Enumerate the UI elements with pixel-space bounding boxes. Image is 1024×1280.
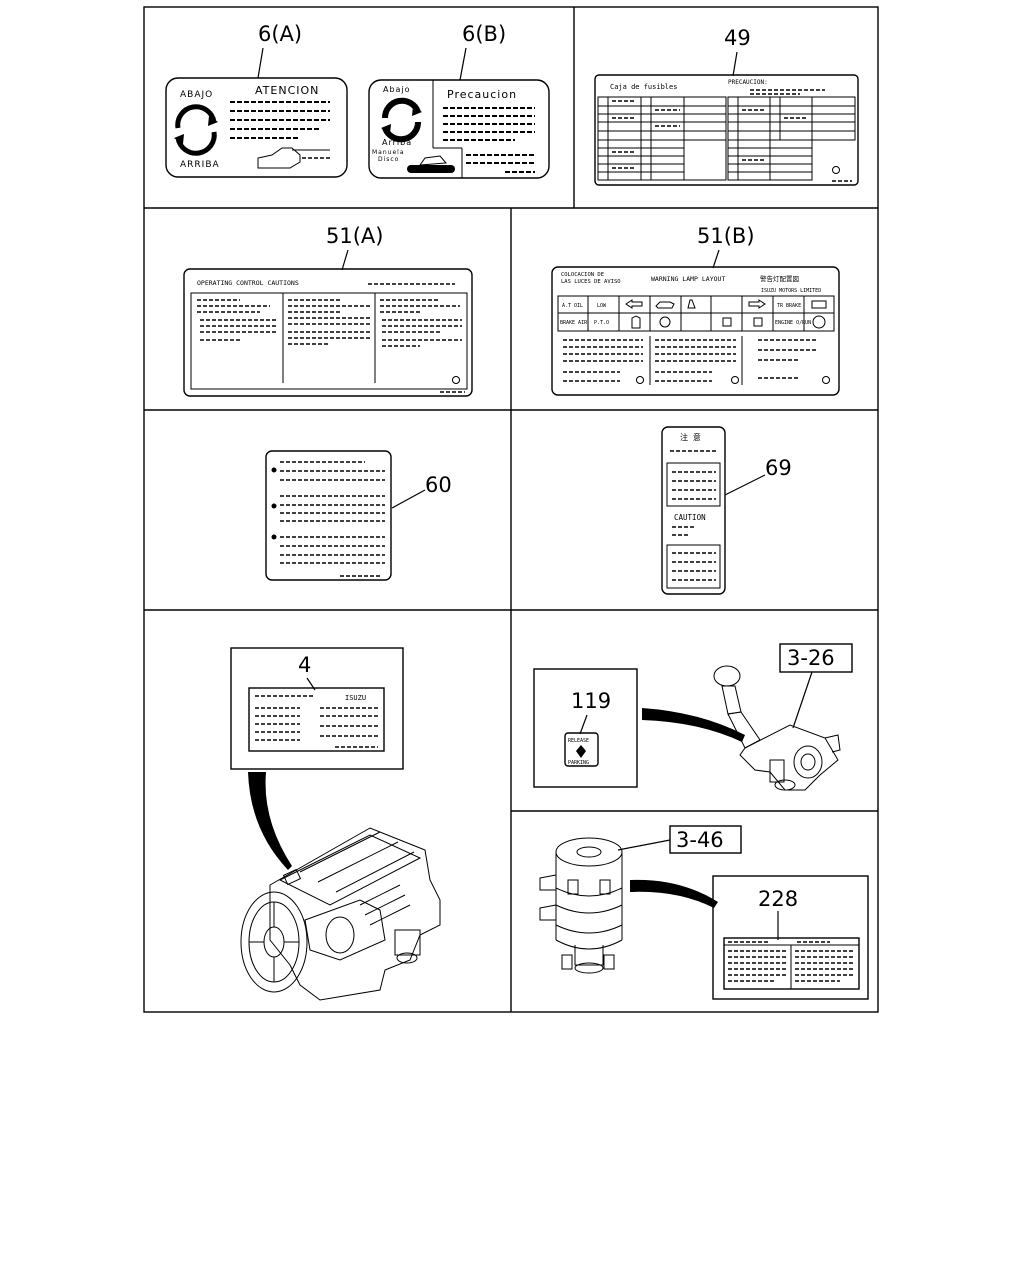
label-69-plate: 注 意 CAUTION — [661, 426, 726, 595]
callout-6a: 6(A) — [258, 22, 302, 46]
panel-label-51b: 51(B) COLOCACION DE LAS LUCES DE AVISO W… — [551, 224, 840, 396]
operating-cautions-label: OPERATING CONTROL CAUTIONS — [183, 268, 473, 397]
label-6b-bottom-text: Arriba — [382, 138, 412, 147]
wl-title-mid: WARNING LAMP LAYOUT — [651, 275, 725, 283]
panel-label-69: 69 注 意 CAUTION — [661, 426, 792, 595]
panel-label-49: 49 Caja de fusibles PRECAUCION: — [594, 26, 859, 186]
headlamp-icon — [722, 317, 732, 327]
label-6b-caution-plate: Abajo Precaucion Arriba Manuela Disco — [368, 79, 550, 179]
label-6b-top-text: Abajo — [383, 85, 411, 94]
wl-title-left-1: COLOCACION DE — [561, 272, 604, 278]
callout-51b: 51(B) — [697, 224, 755, 248]
callout-69: 69 — [765, 456, 792, 480]
callout-51a: 51(A) — [326, 224, 383, 248]
pointer-arrow — [630, 879, 718, 908]
ref-3-46: 3-46 — [676, 828, 724, 852]
panel-label-51a: 51(A) OPERATING CONTROL CAUTIONS — [183, 224, 473, 397]
label-119-plate: RELEASE PARKING — [564, 732, 599, 767]
label-4-plate: ISUZU — [248, 687, 385, 752]
callout-4: 4 — [298, 653, 311, 677]
rotation-arrows-icon — [174, 104, 218, 156]
panel-label-119: 119 RELEASE PARKING 3-26 — [533, 643, 853, 791]
callout-6b: 6(B) — [462, 22, 506, 46]
callout-119: 119 — [571, 689, 611, 713]
lever-icon — [257, 147, 330, 169]
callout-60: 60 — [425, 473, 452, 497]
label-6b-extra-1: Manuela — [372, 149, 405, 156]
panel-label-228: 3-46 228 — [539, 825, 869, 1000]
lever-icon — [407, 155, 455, 173]
lamp-engine-orun: ENGINE O/RUN — [775, 320, 811, 326]
fuse-box-title: Caja de fusibles — [610, 83, 677, 91]
rotation-arrows-icon — [381, 97, 422, 143]
label-69-caution: CAUTION — [674, 513, 706, 522]
label-119-bottom-text: PARKING — [568, 760, 589, 766]
fuel-icon — [631, 315, 641, 329]
wl-maker: ISUZU MOTORS LIMITED — [761, 288, 821, 294]
parking-brake-icon — [659, 316, 671, 328]
label-6b-heading: Precaucion — [447, 88, 517, 101]
diamond-icon — [576, 745, 586, 758]
wl-title-left-2: LAS LUCES DE AVISO — [561, 279, 621, 285]
turn-right-icon — [748, 299, 766, 309]
brake-icon — [812, 315, 826, 329]
fuse-box-label: Caja de fusibles PRECAUCION: — [594, 74, 859, 186]
label-6b-extra-2: Disco — [378, 156, 399, 163]
fuse-table-left — [597, 96, 727, 181]
panel-label-6: 6(A) 6(B) ABAJO ATENCION ARRIBA — [165, 22, 550, 179]
callout-228: 228 — [758, 887, 798, 911]
pointer-arrow — [248, 772, 292, 870]
engine-illustration — [240, 827, 441, 1001]
lamp-pto: P.T.O — [594, 320, 609, 326]
lamp-brake-air: BRAKE AIR — [560, 320, 588, 326]
panel-label-4: 4 ISUZU — [230, 647, 441, 1001]
label-6a-bottom-text: ARRIBA — [180, 160, 220, 170]
warning-lamp-grid: A.T OIL LOW TR BRAKE BRAKE AIR P.T.O ENG… — [557, 295, 835, 332]
label-6a-heading: ATENCION — [255, 84, 319, 97]
oil-can-icon — [655, 301, 675, 309]
lamp-low: LOW — [597, 303, 607, 309]
fuse-table-right — [727, 96, 856, 181]
label-228-plate — [723, 937, 860, 990]
lamp-at-oil: A.T OIL — [562, 303, 583, 309]
label-69-top-text: 注 意 — [680, 432, 701, 442]
diagram-frame — [143, 6, 879, 1013]
warning-lamp-layout-label: COLOCACION DE LAS LUCES DE AVISO WARNING… — [551, 266, 840, 396]
brake-valve-illustration — [713, 665, 841, 791]
battery-icon — [811, 300, 827, 309]
label-6a-caution-plate: ABAJO ATENCION ARRIBA — [165, 77, 348, 178]
pointer-arrow — [642, 708, 745, 742]
label-4-brand: ISUZU — [345, 694, 366, 702]
label-6a-top-text: ABAJO — [180, 90, 213, 100]
wl-title-right: 警告灯配置図 — [760, 274, 799, 283]
panel-label-60: 60 — [265, 450, 452, 581]
seatbelt-icon — [687, 299, 696, 309]
operating-cautions-title: OPERATING CONTROL CAUTIONS — [197, 279, 299, 287]
fog-lamp-icon — [753, 317, 763, 327]
ref-3-26: 3-26 — [787, 646, 835, 670]
callout-49: 49 — [724, 26, 751, 50]
air-dryer-illustration — [539, 837, 623, 974]
fuse-box-heading-right: PRECAUCION: — [728, 79, 768, 86]
turn-left-icon — [625, 299, 643, 309]
label-119-top-text: RELEASE — [568, 738, 589, 744]
lamp-tr-brake: TR BRAKE — [777, 303, 801, 309]
label-60-plate — [265, 450, 392, 581]
